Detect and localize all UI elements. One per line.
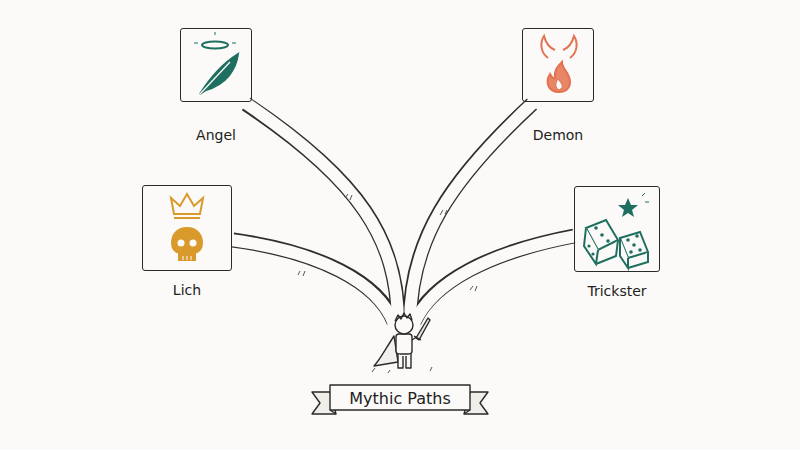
demon-icon <box>541 36 576 92</box>
grass-ticks <box>298 194 477 373</box>
angel-icon <box>194 32 238 94</box>
icon-box: Demon <box>522 28 594 102</box>
path-label: Trickster <box>587 283 646 299</box>
icon-box: Trickster <box>574 186 660 272</box>
path-label: Demon <box>533 127 583 143</box>
trickster-icon <box>584 193 649 268</box>
icon-box: Lich <box>142 185 232 271</box>
title-banner <box>312 385 488 414</box>
diagram-title: Mythic Paths <box>330 389 470 408</box>
icon-box: Angel <box>180 28 252 102</box>
path-label: Lich <box>173 282 201 298</box>
path-label: Angel <box>196 127 236 143</box>
hero-figure <box>374 313 430 368</box>
road-fills <box>231 102 576 324</box>
lich-icon <box>171 194 203 260</box>
